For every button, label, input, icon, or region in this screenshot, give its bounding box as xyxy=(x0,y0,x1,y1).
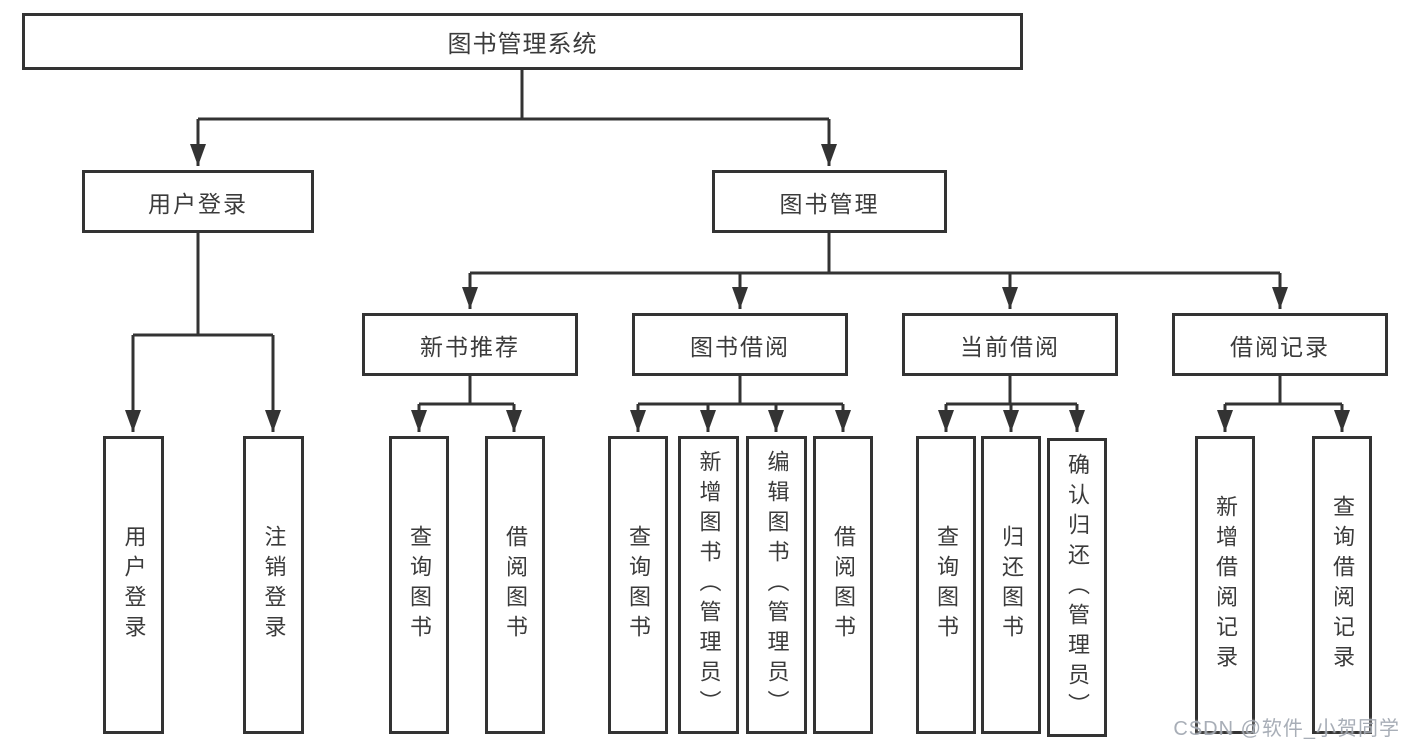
leaf-return-books: 归还图书 xyxy=(981,436,1041,734)
leaf-user-login: 用户登录 xyxy=(103,436,164,734)
leaf-borrow-books: 借阅图书 xyxy=(813,436,873,734)
leaf-add-borrow-record: 新增借阅记录 xyxy=(1195,436,1255,734)
leaf-query-borrow-record: 查询借阅记录 xyxy=(1312,436,1372,734)
node-book-borrowing: 图书借阅 xyxy=(632,313,848,376)
leaf-query-books-borrowing: 查询图书 xyxy=(608,436,668,734)
csdn-watermark: CSDN @软件_小贺同学 xyxy=(1173,718,1400,740)
node-user-login: 用户登录 xyxy=(82,170,314,233)
node-borrowing-records: 借阅记录 xyxy=(1172,313,1388,376)
leaf-query-books-current: 查询图书 xyxy=(916,436,976,734)
leaf-borrow-books-recommend: 借阅图书 xyxy=(485,436,545,734)
leaf-add-books-admin: 新增图书（管理员） xyxy=(678,436,739,734)
leaf-logout: 注销登录 xyxy=(243,436,304,734)
node-book-management: 图书管理 xyxy=(712,170,947,233)
leaf-edit-books-admin: 编辑图书（管理员） xyxy=(746,436,807,734)
node-library-management-system: 图书管理系统 xyxy=(22,13,1023,70)
leaf-confirm-return-admin: 确认归还（管理员） xyxy=(1047,438,1107,737)
node-new-book-recommendation: 新书推荐 xyxy=(362,313,578,376)
node-current-borrowing: 当前借阅 xyxy=(902,313,1118,376)
leaf-query-books-recommend: 查询图书 xyxy=(389,436,449,734)
